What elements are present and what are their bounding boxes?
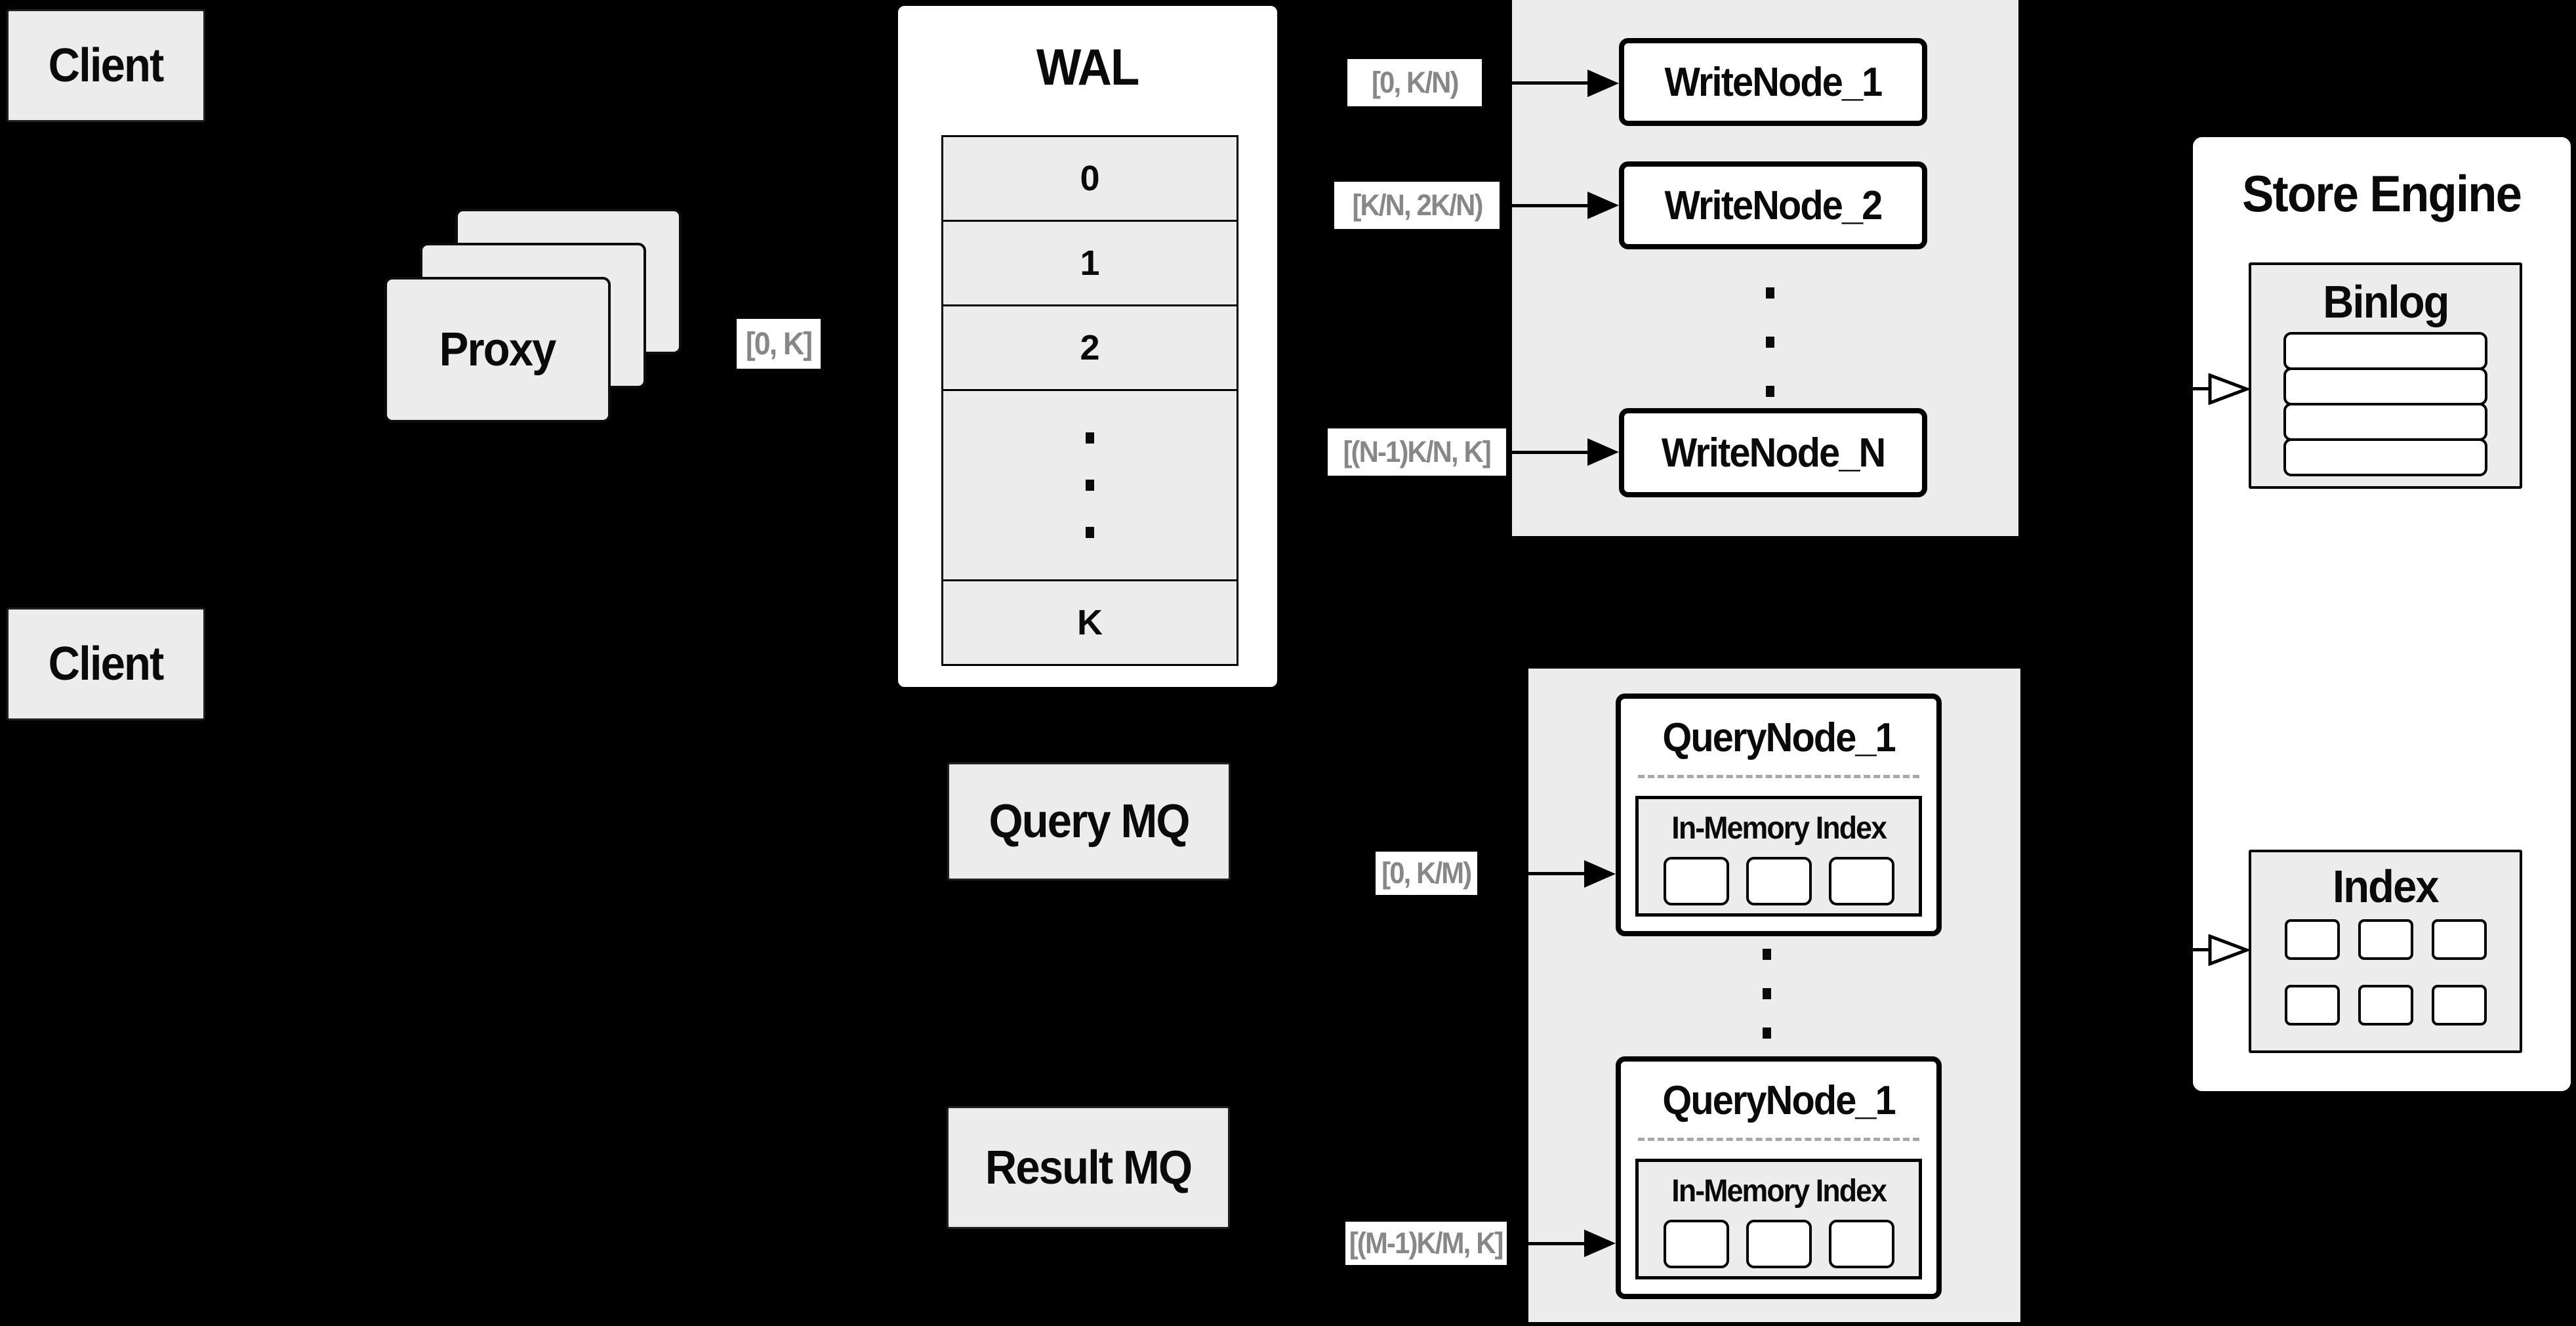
hollow-arrowhead-icon	[2208, 373, 2249, 405]
in-memory-index-title: In-Memory Index	[1671, 810, 1887, 846]
query-node-2-title: QueryNode_1	[1662, 1077, 1896, 1123]
index-segment	[2284, 985, 2340, 1026]
wal-title: WAL	[1036, 38, 1139, 96]
binlog-row	[2283, 403, 2487, 441]
arrow-line	[1482, 81, 1590, 85]
filled-arrowhead-icon	[1584, 860, 1616, 888]
index-box: Index	[2249, 850, 2522, 1053]
in-memory-index-title: In-Memory Index	[1671, 1173, 1887, 1209]
range-label-query-2: [(M-1)K/M, K]	[1345, 1222, 1507, 1265]
arrow-line	[1507, 1242, 1587, 1245]
wal-rows: 0 1 2 K	[941, 135, 1238, 666]
index-segment	[2431, 919, 2487, 960]
segment-chip	[1746, 1220, 1812, 1268]
ellipsis-dots	[1086, 432, 1094, 444]
binlog-row	[2283, 367, 2487, 405]
wal-row-0: 0	[941, 135, 1238, 222]
range-label-proxy: [0, K]	[737, 319, 821, 369]
index-segment	[2284, 919, 2340, 960]
index-segment	[2431, 985, 2487, 1026]
wal-row-1: 1	[941, 220, 1238, 306]
proxy-card-front: Proxy	[384, 277, 611, 423]
query-node-2: QueryNode_1 In-Memory Index	[1616, 1056, 1942, 1299]
store-engine-title-text: Store Engine	[2242, 164, 2522, 222]
filled-arrowhead-icon	[1587, 192, 1619, 219]
arrow-line	[1506, 451, 1590, 454]
wal-row-2: 2	[941, 304, 1238, 391]
binlog-row	[2283, 332, 2487, 370]
arrow-line-to-index	[2027, 948, 2212, 951]
index-title: Index	[2333, 861, 2440, 912]
wal-row-k: K	[941, 579, 1238, 666]
range-label-write-1: [0, K/N)	[1347, 59, 1482, 106]
write-nodes-ellipsis	[1765, 281, 1774, 403]
segment-chip	[1663, 1220, 1729, 1268]
arrow-line	[1500, 204, 1590, 207]
query-node-1-title: QueryNode_1	[1662, 715, 1896, 760]
segment-chip	[1746, 857, 1812, 905]
wal-row-ellipsis	[941, 389, 1238, 581]
client-box-bottom: Client	[7, 608, 205, 720]
index-segment	[2358, 919, 2413, 960]
query-nodes-ellipsis	[1762, 947, 1771, 1039]
binlog-row	[2283, 438, 2487, 476]
ellipsis-dots	[1765, 287, 1774, 299]
in-memory-index-1: In-Memory Index	[1635, 796, 1922, 917]
write-node-n: WriteNode_N	[1619, 408, 1927, 497]
write-node-2: WriteNode_2	[1619, 161, 1927, 249]
proxy-label: Proxy	[440, 323, 557, 376]
filled-arrowhead-icon	[1587, 70, 1619, 97]
binlog-rows	[2251, 332, 2520, 476]
segment-chip	[1828, 1220, 1894, 1268]
segment-chip	[1828, 857, 1894, 905]
segment-chips	[1639, 857, 1919, 905]
index-segment	[2358, 985, 2413, 1026]
in-memory-index-2: In-Memory Index	[1635, 1159, 1922, 1279]
query-mq-box: Query MQ	[947, 762, 1231, 881]
range-label-write-2: [K/N, 2K/N)	[1334, 182, 1500, 229]
segment-chip	[1663, 857, 1729, 905]
filled-arrowhead-icon	[1584, 1230, 1616, 1257]
arrow-line	[1477, 872, 1587, 875]
result-mq-box: Result MQ	[947, 1106, 1230, 1229]
arrow-line-to-binlog	[2027, 387, 2212, 390]
hollow-arrowhead-icon	[2208, 934, 2249, 966]
dashed-divider	[1638, 775, 1919, 778]
binlog-title: Binlog	[2322, 276, 2449, 327]
index-chip-grid	[2251, 919, 2520, 1026]
client-box-top: Client	[7, 9, 205, 122]
segment-chips	[1639, 1220, 1919, 1268]
range-label-query-1: [0, K/M)	[1376, 852, 1477, 895]
ellipsis-dots	[1762, 948, 1771, 960]
store-engine-title: Store Engine	[2190, 157, 2573, 230]
binlog-box: Binlog	[2249, 262, 2522, 489]
filled-arrowhead-icon	[1587, 438, 1619, 466]
query-node-1: QueryNode_1 In-Memory Index	[1616, 694, 1942, 936]
write-node-1: WriteNode_1	[1619, 38, 1927, 126]
range-label-write-n: [(N-1)K/N, K]	[1328, 428, 1506, 476]
dashed-divider	[1638, 1138, 1919, 1141]
